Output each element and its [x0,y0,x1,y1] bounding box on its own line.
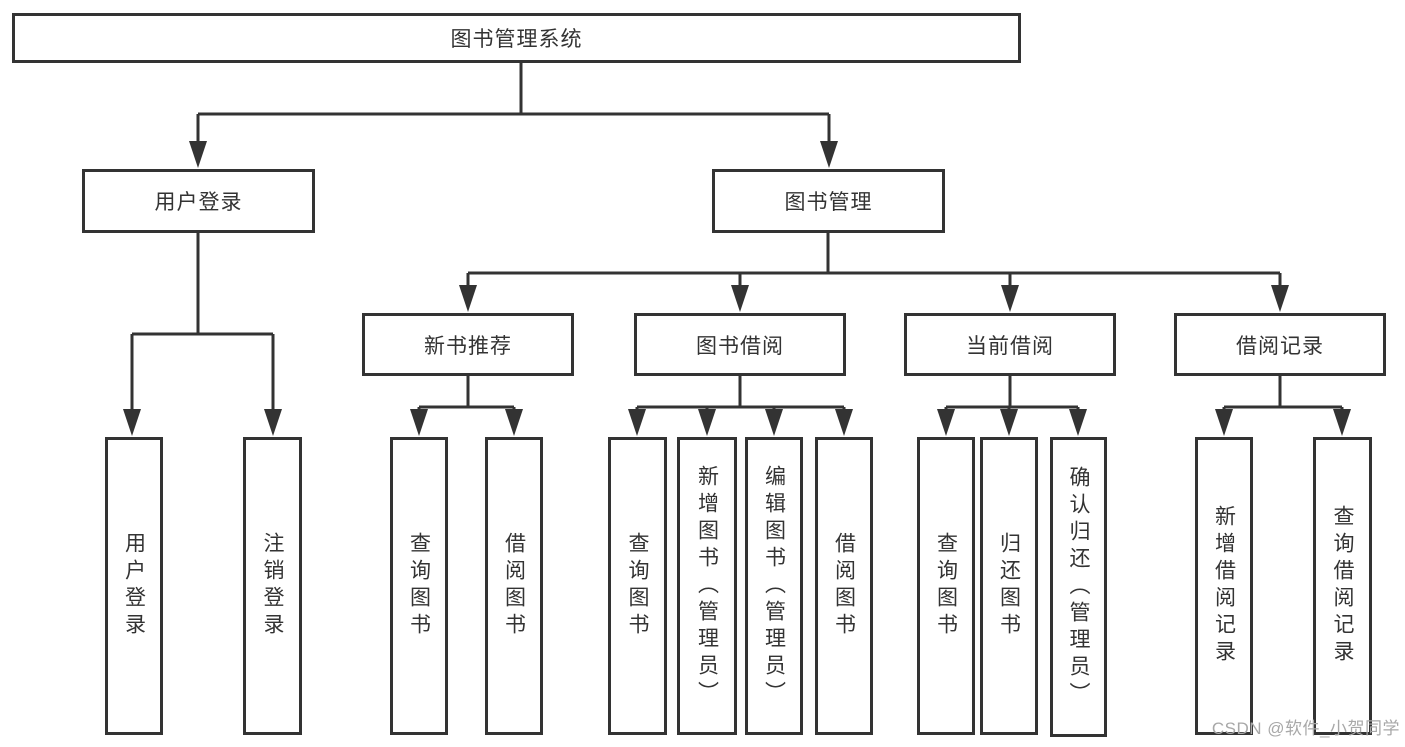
node-query-borrow-record: 查询借阅记录 [1313,437,1372,735]
node-edit-book-admin: 编辑图书（管理员） [745,437,803,735]
node-book-management: 图书管理 [712,169,945,233]
node-logout: 注销登录 [243,437,302,735]
node-user-login-leaf: 用户登录 [105,437,163,735]
node-current-borrowing: 当前借阅 [904,313,1116,376]
node-add-borrow-record: 新增借阅记录 [1195,437,1253,735]
arrowhead-icons [123,141,1351,436]
node-library-management-system: 图书管理系统 [12,13,1021,63]
node-borrowing-records: 借阅记录 [1174,313,1386,376]
node-query-books-borrowing: 查询图书 [608,437,667,735]
node-query-books-current: 查询图书 [917,437,975,735]
node-return-books: 归还图书 [980,437,1038,735]
node-user-login: 用户登录 [82,169,315,233]
node-new-book-recommendation: 新书推荐 [362,313,574,376]
node-book-borrowing: 图书借阅 [634,313,846,376]
node-confirm-return-admin: 确认归还（管理员） [1050,437,1107,737]
node-add-book-admin: 新增图书（管理员） [677,437,737,735]
watermark: CSDN @软件_小贺同学 [1211,719,1400,738]
node-borrow-books-recommend: 借阅图书 [485,437,543,735]
node-borrow-books-borrowing: 借阅图书 [815,437,873,735]
node-query-books-recommend: 查询图书 [390,437,448,735]
